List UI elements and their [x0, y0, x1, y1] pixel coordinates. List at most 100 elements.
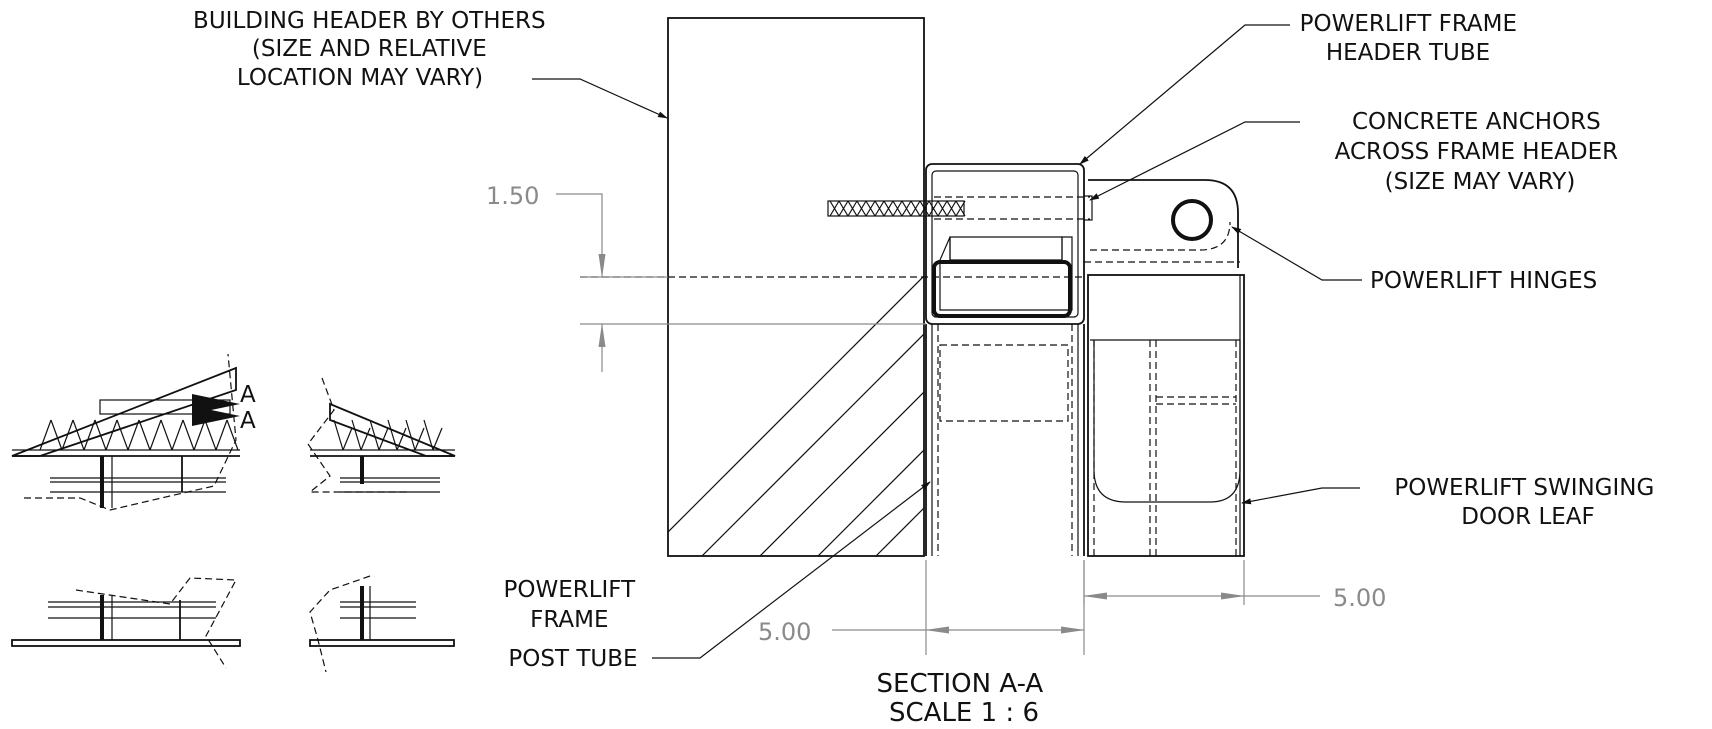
wall-hatch-line: [668, 275, 924, 533]
truss-web-line: [432, 427, 443, 451]
truss-web-line: [171, 419, 184, 451]
label-frame-header-tube-2: HEADER TUBE: [1326, 40, 1490, 66]
label-building-header-2: (SIZE AND RELATIVE: [252, 36, 487, 62]
truss-web-line: [61, 419, 74, 451]
anchor-thread-line: [874, 200, 885, 217]
svg-text:POWERLIFT FRAME PO: POWERLIFT FRAME POST TUBE: [503, 577, 642, 672]
section-title-line-1: SECTION A-A: [877, 669, 1044, 699]
truss-web-line: [333, 419, 344, 451]
callout-swinging-door-leaf: POWERLIFT SWINGING DOOR LEAF: [1241, 475, 1661, 530]
truss-web-line: [387, 419, 398, 451]
wall-hatch-line: [817, 449, 924, 556]
truss-web-line: [83, 419, 96, 451]
anchor-thread-line: [910, 200, 921, 217]
label-hinges: POWERLIFT HINGES: [1370, 268, 1597, 294]
label-swinging-door-leaf-1: POWERLIFT SWINGING: [1394, 475, 1654, 501]
truss-web-line: [50, 419, 63, 451]
wall-hatch-line: [875, 507, 924, 556]
wall-hatch-line: [1122, 0, 1712, 600]
truss-web-line: [127, 419, 140, 451]
hidden-lines: [580, 196, 1240, 278]
powerlift-hinge: [1088, 179, 1240, 341]
truss-web-line: [116, 419, 129, 451]
section-marker-upper: A: [240, 382, 256, 408]
wall-hatch-line: [1064, 0, 1704, 600]
anchor-thread-line: [955, 200, 966, 217]
truss-web-line: [160, 419, 173, 451]
anchor-thread-line: [883, 200, 894, 217]
truss-web-line: [369, 419, 380, 451]
frame-post-tube: [925, 324, 1085, 556]
truss-web-line: [39, 419, 52, 451]
anchor-thread-line: [838, 200, 849, 217]
callout-hinges: POWERLIFT HINGES: [1231, 226, 1597, 294]
label-frame-post-tube-3: POST TUBE: [508, 646, 637, 672]
dimension-post-width: 5.00: [758, 560, 1085, 655]
truss-web-line: [182, 419, 195, 451]
truss-web-line: [204, 419, 217, 451]
overview-sketch-bottom-left: [11, 577, 241, 669]
dimension-leaf-width: 5.00: [1083, 560, 1386, 612]
anchor-thread-line: [865, 200, 876, 217]
anchor-thread-line: [847, 200, 858, 217]
truss-web-line: [193, 419, 206, 451]
label-concrete-anchors-3: (SIZE MAY VARY): [1385, 169, 1576, 195]
label-frame-header-tube-1: POWERLIFT FRAME: [1300, 11, 1517, 37]
anchor-thread-line: [829, 200, 840, 217]
truss-web-line: [94, 419, 107, 451]
callout-concrete-anchors: CONCRETE ANCHORS ACROSS FRAME HEADER (SI…: [1089, 109, 1626, 201]
label-frame-post-tube-2: FRAME: [530, 607, 608, 633]
truss-web-line: [342, 427, 353, 451]
overview-sketch-bottom-right: [309, 575, 455, 673]
truss-web-line: [226, 419, 239, 451]
anchor-thread-line: [901, 200, 912, 217]
truss-web-line: [105, 419, 118, 451]
truss-web-line: [414, 427, 425, 451]
wall-hatch-line: [701, 333, 924, 556]
truss-web-line: [423, 419, 434, 451]
section-title: SECTION A-A SCALE 1 : 6: [877, 669, 1052, 728]
truss-web-line: [351, 419, 362, 451]
truss-web-line: [396, 427, 407, 451]
label-concrete-anchors-2: ACROSS FRAME HEADER: [1335, 139, 1618, 165]
truss-web-line: [138, 419, 151, 451]
svg-text:BUILDING HEADER BY OTHERS: BUILDING HEADER BY OTHERS (SIZE AND RELA…: [193, 8, 553, 91]
svg-text:CONCRETE ANCHORS ACROSS: CONCRETE ANCHORS ACROSS FRAME HEADER (SI…: [1335, 109, 1626, 195]
anchor-thread-line: [928, 200, 939, 217]
dimension-label-leaf-width: 5.00: [1333, 584, 1386, 612]
label-concrete-anchors-1: CONCRETE ANCHORS: [1352, 109, 1601, 135]
swinging-door-leaf: [1087, 274, 1245, 557]
wall-hatch-line: [1180, 0, 1712, 600]
dimension-1-50: 1.50: [486, 182, 926, 372]
overview-sketch-top-right: [307, 377, 456, 493]
label-swinging-door-leaf-2: DOOR LEAF: [1461, 504, 1595, 530]
truss-web-line: [378, 427, 389, 451]
truss-web-line: [72, 419, 85, 451]
anchor-thread-line: [856, 200, 867, 217]
concrete-anchor: [827, 195, 1093, 221]
wall-hatch-line: [890, 0, 1530, 600]
anchor-thread-line: [946, 200, 957, 217]
svg-text:POWERLIFT FRAME HEADER T: POWERLIFT FRAME HEADER TUBE: [1300, 11, 1525, 66]
truss-web-line: [405, 419, 416, 451]
truss-web-line: [149, 419, 162, 451]
anchor-thread-line: [892, 200, 903, 217]
anchor-thread-line: [919, 200, 930, 217]
truss-web-line: [360, 427, 371, 451]
section-marker-lower: A: [240, 408, 256, 434]
anchor-thread-line: [937, 200, 948, 217]
callout-frame-post-tube: POWERLIFT FRAME POST TUBE: [503, 481, 931, 672]
label-building-header-3: LOCATION MAY VARY): [237, 65, 483, 91]
overview-sketch-top-left: A A: [11, 353, 256, 511]
section-title-line-2: SCALE 1 : 6: [889, 698, 1039, 728]
callout-frame-header-tube: POWERLIFT FRAME HEADER TUBE: [1079, 11, 1525, 165]
svg-text:POWERLIFT SWINGING DOOR: POWERLIFT SWINGING DOOR LEAF: [1394, 475, 1661, 530]
frame-header-tube: [925, 163, 1085, 325]
dimension-label-post-width: 5.00: [758, 618, 811, 646]
callout-building-header: BUILDING HEADER BY OTHERS (SIZE AND RELA…: [193, 8, 668, 119]
label-frame-post-tube-1: POWERLIFT: [503, 577, 636, 603]
dimension-label-1-50: 1.50: [486, 182, 539, 210]
label-building-header-1: BUILDING HEADER BY OTHERS: [193, 8, 546, 34]
wall-hatch-line: [759, 391, 924, 556]
